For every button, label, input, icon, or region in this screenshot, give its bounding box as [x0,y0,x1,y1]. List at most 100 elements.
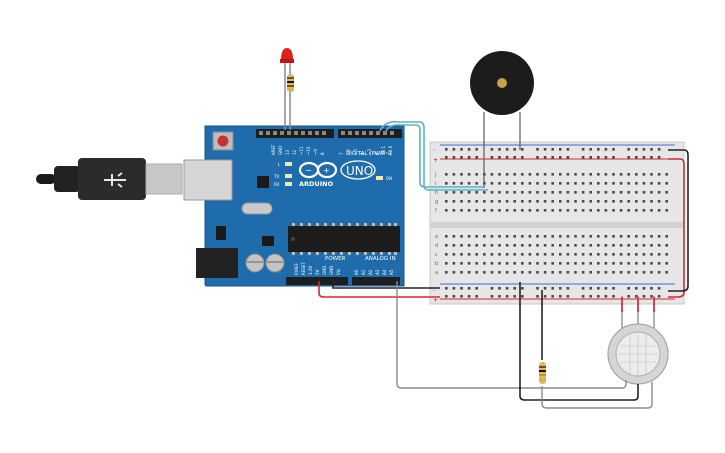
breadboard-hole[interactable] [467,209,471,212]
breadboard-hole[interactable] [627,253,630,256]
breadboard-hole[interactable] [490,209,494,212]
breadboard-hole[interactable] [490,235,494,238]
breadboard-hole[interactable] [657,200,661,203]
breadboard-hole[interactable] [513,271,516,274]
breadboard-hole[interactable] [589,295,592,298]
arduino-uno-board[interactable]: AREF GND 13 12 ~11 ~10 ~9 8 7 ~6 ~5 4 ~3… [183,125,405,287]
breadboard-hole[interactable] [650,200,653,203]
breadboard-hole[interactable] [581,262,585,265]
breadboard-hole[interactable] [475,271,478,274]
wire-black-gnd[interactable] [332,281,440,289]
breadboard-hole[interactable] [505,173,509,176]
breadboard-hole[interactable] [635,271,638,274]
breadboard-hole[interactable] [566,295,570,298]
breadboard-hole[interactable] [543,244,547,247]
breadboard-hole[interactable] [665,182,668,185]
breadboard-hole[interactable] [604,148,608,151]
breadboard-hole[interactable] [612,191,615,194]
breadboard-hole[interactable] [498,253,501,256]
breadboard-hole[interactable] [597,200,600,203]
breadboard-hole[interactable] [543,182,547,185]
breadboard-hole[interactable] [536,295,539,298]
breadboard-hole[interactable] [505,148,509,151]
breadboard-hole[interactable] [581,287,585,290]
breadboard-hole[interactable] [460,200,463,203]
breadboard-hole[interactable] [574,253,577,256]
breadboard-hole[interactable] [513,235,516,238]
breadboard-hole[interactable] [513,253,516,256]
breadboard-hole[interactable] [627,173,630,176]
breadboard-hole[interactable] [445,253,448,256]
breadboard-hole[interactable] [498,209,501,212]
breadboard-hole[interactable] [642,244,646,247]
breadboard-hole[interactable] [536,173,539,176]
breadboard-hole[interactable] [589,253,592,256]
breadboard-hole[interactable] [513,182,516,185]
breadboard-hole[interactable] [452,209,456,212]
breadboard-hole[interactable] [513,156,516,159]
breadboard-hole[interactable] [612,235,615,238]
wire-gray-a0[interactable] [396,281,627,389]
breadboard-hole[interactable] [604,271,608,274]
breadboard-hole[interactable] [627,156,630,159]
wire-black-rail[interactable] [668,149,689,292]
breadboard-hole[interactable] [581,244,585,247]
breadboard-hole[interactable] [581,209,585,212]
breadboard-hole[interactable] [490,287,494,290]
breadboard-hole[interactable] [665,262,668,265]
breadboard-hole[interactable] [635,295,638,298]
breadboard-hole[interactable] [536,235,539,238]
breadboard-hole[interactable] [460,244,463,247]
breadboard-hole[interactable] [490,271,494,274]
breadboard-hole[interactable] [445,262,448,265]
breadboard-hole[interactable] [665,271,668,274]
breadboard-hole[interactable] [635,253,638,256]
breadboard-hole[interactable] [619,235,623,238]
breadboard-hole[interactable] [597,209,600,212]
breadboard-hole[interactable] [498,173,501,176]
breadboard-hole[interactable] [642,271,646,274]
breadboard-hole[interactable] [513,244,516,247]
breadboard-hole[interactable] [513,209,516,212]
breadboard-hole[interactable] [536,148,539,151]
breadboard-hole[interactable] [581,148,585,151]
breadboard-hole[interactable] [452,253,456,256]
breadboard-hole[interactable] [528,200,532,203]
breadboard-hole[interactable] [597,262,600,265]
breadboard-hole[interactable] [574,191,577,194]
wire-teal-pin2[interactable] [379,120,488,191]
breadboard-hole[interactable] [528,191,532,194]
breadboard-hole[interactable] [612,295,615,298]
breadboard-hole[interactable] [521,182,524,185]
breadboard-hole[interactable] [505,262,509,265]
wire-teal-pin2-b[interactable] [385,124,484,188]
breadboard-hole[interactable] [566,200,570,203]
breadboard-hole[interactable] [490,295,494,298]
breadboard-hole[interactable] [452,262,456,265]
breadboard-hole[interactable] [490,200,494,203]
breadboard-hole[interactable] [467,271,471,274]
breadboard-hole[interactable] [566,253,570,256]
breadboard-hole[interactable] [475,295,478,298]
breadboard-hole[interactable] [642,148,646,151]
breadboard-hole[interactable] [460,235,463,238]
breadboard-hole[interactable] [521,148,524,151]
breadboard-hole[interactable] [460,156,463,159]
breadboard-hole[interactable] [635,191,638,194]
breadboard-hole[interactable] [460,262,463,265]
breadboard-hole[interactable] [566,182,570,185]
breadboard-hole[interactable] [498,156,501,159]
breadboard-hole[interactable] [574,262,577,265]
breadboard-hole[interactable] [445,287,448,290]
breadboard-hole[interactable] [597,295,600,298]
breadboard-hole[interactable] [650,253,653,256]
breadboard-hole[interactable] [536,287,539,290]
breadboard-hole[interactable] [521,253,524,256]
breadboard-holes[interactable] [445,148,668,298]
breadboard-hole[interactable] [657,287,661,290]
breadboard-hole[interactable] [475,235,478,238]
breadboard-hole[interactable] [467,156,471,159]
breadboard-hole[interactable] [505,235,509,238]
breadboard-hole[interactable] [589,182,592,185]
breadboard-hole[interactable] [650,262,653,265]
